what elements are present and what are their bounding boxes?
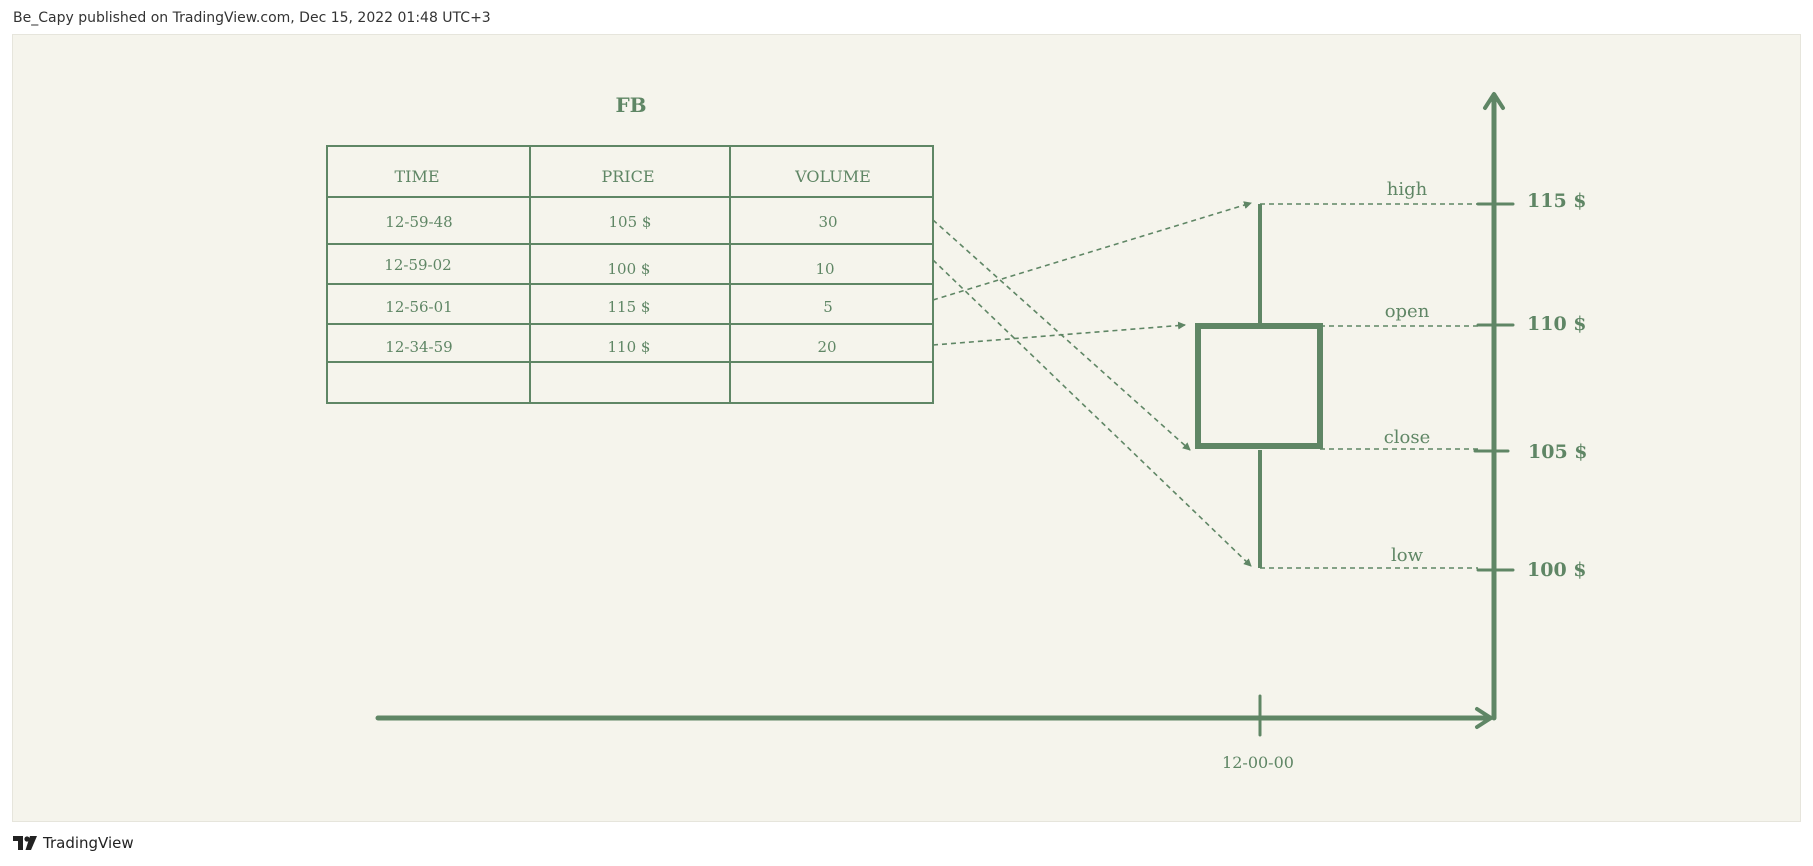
table-row: 12-34-59 110 $ 20 xyxy=(385,338,836,356)
candlestick xyxy=(1195,204,1323,568)
drawing-canvas xyxy=(12,34,1801,822)
arrow-low xyxy=(932,259,1252,567)
footer-brand[interactable]: TradingView xyxy=(13,834,134,852)
column-header-price: PRICE xyxy=(601,167,654,186)
price-label: 105 $ xyxy=(1528,441,1588,463)
table-cell: 12-56-01 xyxy=(385,298,452,316)
data-table xyxy=(326,145,934,404)
price-label: 100 $ xyxy=(1527,559,1587,581)
label-high: high xyxy=(1387,179,1428,200)
price-axis-arrowhead xyxy=(1483,92,1505,110)
arrow-high xyxy=(932,201,1252,301)
price-label: 115 $ xyxy=(1527,190,1587,212)
label-low: low xyxy=(1391,545,1424,566)
table-cell: 100 $ xyxy=(608,260,651,278)
table-cell: 12-59-02 xyxy=(384,256,451,274)
candle-body xyxy=(1195,323,1323,449)
tradingview-logo-icon xyxy=(13,836,37,850)
time-axis-arrowhead xyxy=(1475,707,1493,729)
price-label: 110 $ xyxy=(1527,313,1587,335)
label-open: open xyxy=(1385,301,1430,322)
arrow-open xyxy=(932,321,1186,346)
connector-arrows xyxy=(932,201,1252,567)
label-close: close xyxy=(1384,427,1431,448)
table-cell: 115 $ xyxy=(608,298,651,316)
table-cell: 12-59-48 xyxy=(385,213,452,231)
table-cell: 5 xyxy=(823,298,833,316)
table-cell: 12-34-59 xyxy=(385,338,452,356)
footer-brand-label: TradingView xyxy=(43,834,134,852)
time-label: 12-00-00 xyxy=(1222,753,1294,772)
table-cell: 110 $ xyxy=(608,338,651,356)
table-cell: 20 xyxy=(817,338,836,356)
price-guides xyxy=(1260,203,1478,569)
axes xyxy=(375,92,1515,737)
table-row: 12-56-01 115 $ 5 xyxy=(385,298,832,316)
table-cell: 10 xyxy=(815,260,834,278)
column-header-volume: VOLUME xyxy=(794,167,871,186)
table-row: 12-59-48 105 $ 30 xyxy=(385,213,837,231)
table-title: FB xyxy=(615,93,646,117)
table-cell: 30 xyxy=(818,213,837,231)
table-row: 12-59-02 100 $ 10 xyxy=(384,256,834,278)
column-header-time: TIME xyxy=(394,167,439,186)
publish-info: Be_Capy published on TradingView.com, De… xyxy=(13,10,491,26)
table-cell: 105 $ xyxy=(609,213,652,231)
